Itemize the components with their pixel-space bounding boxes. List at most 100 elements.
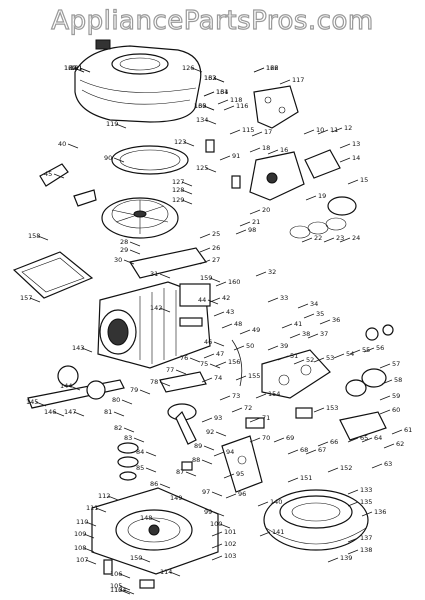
callout-number: 30 <box>114 256 122 264</box>
leader-line <box>379 409 391 415</box>
leader-line <box>235 375 247 381</box>
leader-line <box>249 417 261 423</box>
leader-line <box>259 531 271 537</box>
callout-number: 71 <box>262 414 270 422</box>
callout-number: 109 <box>74 530 86 538</box>
leader-line <box>211 531 223 537</box>
callout-number: 94 <box>226 448 234 456</box>
leader-line <box>69 385 81 391</box>
leader-line <box>119 573 131 579</box>
callout-number: 83 <box>124 434 132 442</box>
leader-line <box>327 557 339 563</box>
leader-line <box>231 407 243 413</box>
callout-number: 18 <box>262 144 270 152</box>
callout-number: 28 <box>120 238 128 246</box>
leader-line <box>305 449 317 455</box>
callout-number: 157 <box>20 294 32 302</box>
leader-line <box>129 241 141 247</box>
leader-line <box>381 379 393 385</box>
leader-line <box>85 521 97 527</box>
callout-number: 42 <box>222 294 230 302</box>
leader-line <box>123 427 135 433</box>
callout-number: 139 <box>340 554 352 562</box>
rotating-screen <box>111 145 189 175</box>
callout-number: 149 <box>170 494 182 502</box>
callout-number: 143 <box>72 344 84 352</box>
callout-number: 146 <box>44 408 56 416</box>
leader-line <box>179 497 191 503</box>
callout-number: 131 <box>216 88 228 96</box>
callout-number: 161 <box>70 64 82 72</box>
callout-number: 136 <box>374 508 386 516</box>
callout-number: 142 <box>150 304 162 312</box>
callout-number: 153 <box>326 404 338 412</box>
callout-number: 49 <box>252 326 260 334</box>
leader-line <box>239 221 251 227</box>
callout-number: 160 <box>228 278 240 286</box>
callout-number: 162 <box>64 64 76 72</box>
leader-line <box>159 483 171 489</box>
callout-number: 51 <box>290 352 298 360</box>
callout-number: 37 <box>320 330 328 338</box>
callout-number: 148 <box>140 514 152 522</box>
leader-line <box>289 333 301 339</box>
leader-line <box>201 377 213 383</box>
leader-line <box>251 131 263 137</box>
leader-line <box>35 401 47 407</box>
callout-number: 99 <box>204 508 212 516</box>
callout-number: 50 <box>246 342 254 350</box>
callout-number: 25 <box>212 230 220 238</box>
callout-number: 88 <box>192 456 200 464</box>
callout-number: 130 <box>194 102 206 110</box>
leader-line <box>235 229 247 235</box>
callout-number: 84 <box>136 448 144 456</box>
callout-number: 138 <box>360 546 372 554</box>
leader-line <box>313 357 325 363</box>
leader-line <box>181 181 193 187</box>
leader-line <box>339 157 351 163</box>
callout-number: 123 <box>174 138 186 146</box>
callout-number: 74 <box>214 374 222 382</box>
leader-line <box>213 311 225 317</box>
leader-line <box>123 259 135 265</box>
leader-line <box>303 313 315 319</box>
callout-number: 31 <box>150 270 158 278</box>
leader-line <box>183 141 195 147</box>
leader-line <box>191 67 203 73</box>
callout-number: 164 <box>216 88 228 96</box>
callout-number: 151 <box>300 474 312 482</box>
callout-number: 100 <box>210 520 222 528</box>
callout-number: 108 <box>74 544 86 552</box>
callout-number: 103 <box>224 552 236 560</box>
leader-line <box>371 463 383 469</box>
leader-line <box>73 67 85 73</box>
callout-number: 135 <box>360 498 372 506</box>
callout-number: 64 <box>374 434 382 442</box>
leader-line <box>339 143 351 149</box>
leader-line <box>303 129 315 135</box>
leader-line <box>383 443 395 449</box>
leader-line <box>349 349 361 355</box>
callout-number: 63 <box>384 460 392 468</box>
callout-number: 46 <box>204 338 212 346</box>
callout-number: 70 <box>262 434 270 442</box>
leader-line <box>257 501 269 507</box>
callout-number: 154 <box>268 390 280 398</box>
callout-number: 24 <box>352 234 360 242</box>
engine-base <box>91 487 219 575</box>
leader-line <box>121 399 133 405</box>
leader-line <box>83 533 95 539</box>
callout-number: 86 <box>150 480 158 488</box>
callout-number: 159 <box>200 274 212 282</box>
callout-number: 120 <box>64 64 76 72</box>
leader-line <box>287 449 299 455</box>
leader-line <box>211 491 223 497</box>
callout-number: 48 <box>234 320 242 328</box>
callout-number: 90 <box>104 154 112 162</box>
leader-line <box>145 451 157 457</box>
leader-line <box>323 237 335 243</box>
callout-number: 155 <box>248 372 260 380</box>
callout-number: 126 <box>182 64 194 72</box>
leader-line <box>29 297 41 303</box>
leader-line <box>37 235 49 241</box>
